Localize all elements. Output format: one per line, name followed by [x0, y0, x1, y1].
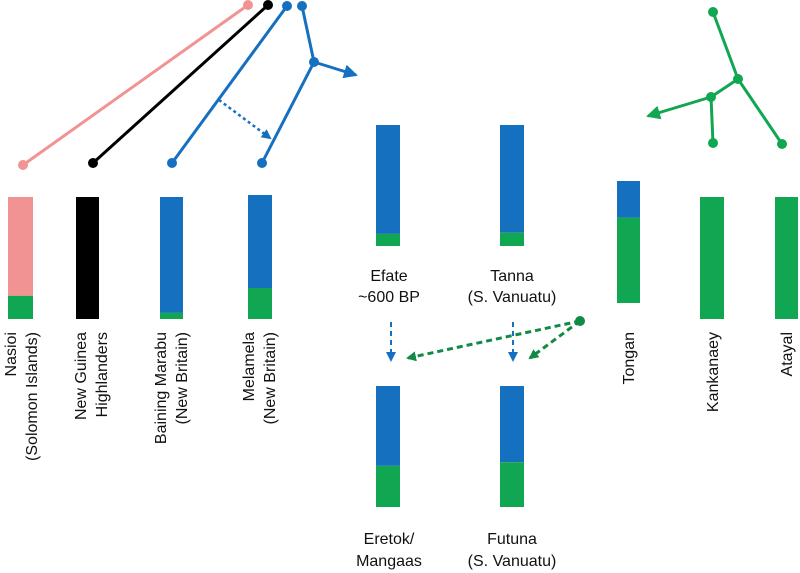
efate-bar-blue-segment [376, 125, 400, 234]
efate-label-line1: Efate [370, 268, 407, 285]
green-branch-top [711, 11, 740, 80]
futuna-label-line2: (S. Vanuatu) [468, 553, 557, 570]
polynesian-source-node [575, 316, 585, 326]
ng-highlanders-branch-line [91, 3, 270, 165]
green-mid-node [706, 92, 716, 102]
blue-admixture-dotted-arrow [218, 98, 272, 140]
rotated-labels: Nasioi (Solomon Islands) New Guinea High… [3, 332, 796, 461]
admixture-flows [386, 316, 585, 362]
melamela-bar-blue-segment [248, 195, 272, 288]
baining-label-line2: (New Britain) [174, 332, 191, 424]
green-branch-down [709, 96, 715, 144]
kankanaey-bar-green-segment [700, 197, 724, 319]
nasioi-branch-node [18, 160, 28, 170]
nasioi-bar-green-segment [8, 295, 33, 319]
melamela-label-line2: (New Britain) [262, 332, 279, 424]
green-branch-mid [710, 77, 739, 99]
ancestry-bars [8, 125, 798, 507]
tongan-label: Tongan [621, 332, 638, 385]
green-left-end-node [708, 138, 718, 148]
ng-highlanders-branch-node [88, 158, 98, 168]
baining-bar-green-segment [160, 312, 183, 319]
atayal-bar-green-segment [775, 197, 798, 319]
baining-branch-line [170, 5, 289, 164]
eretok-label-line1: Eretok/ [364, 531, 415, 548]
tongan-bar-green-segment [617, 217, 640, 303]
green-right-end-node [777, 139, 787, 149]
baining-bar-blue-segment [160, 197, 183, 313]
baining-label-line1: Baining Marabu [153, 332, 170, 444]
melamela-bar-green-segment [248, 288, 272, 319]
polynesian-to-futuna-arrow [528, 319, 581, 360]
futuna-bar-blue-segment [500, 386, 524, 463]
baining-branch-node [167, 158, 177, 168]
melamela-branch-node [257, 158, 267, 168]
nasioi-branch-line [22, 3, 249, 167]
tanna-label-line1: Tanna [490, 268, 534, 285]
tanna-bar-blue-segment [500, 125, 524, 233]
eretok-label-line2: Mangaas [356, 553, 422, 570]
tongan-bar-blue-segment [617, 181, 640, 218]
green-branch-right [736, 78, 784, 145]
ng-highlanders-label-line2: Highlanders [94, 332, 111, 417]
ng-highlanders-bar-black-segment [76, 197, 99, 319]
melamela-label-line1: Melamela [241, 332, 258, 401]
efate-label-line2: ~600 BP [358, 289, 420, 306]
futuna-label-line1: Futuna [487, 531, 537, 548]
ng-highlanders-label-line1: New Guinea [73, 332, 90, 420]
atayal-label: Atayal [779, 332, 796, 376]
eretok-bar-blue-segment [376, 386, 400, 466]
horizontal-labels: Efate ~600 BP Tanna (S. Vanuatu) Eretok/… [356, 268, 556, 570]
nasioi-label-line2: (Solomon Islands) [24, 332, 41, 461]
nasioi-bar-pink-segment [8, 197, 33, 296]
blue-migration-arrow [313, 60, 358, 79]
tree-lines [18, 0, 787, 170]
ng-highlanders-branch-top-node [263, 0, 273, 10]
eretok-bar-green-segment [376, 465, 400, 507]
tanna-bar-green-segment [500, 232, 524, 246]
green-top-node [708, 7, 718, 17]
tanna-label-line2: (S. Vanuatu) [468, 289, 557, 306]
efate-bar-green-segment [376, 233, 400, 246]
kankanaey-label: Kankanaey [705, 332, 722, 412]
green-migration-arrow [646, 95, 712, 120]
green-split-node [733, 74, 743, 84]
blue-main-top-node [297, 1, 307, 11]
nasioi-branch-top-node [243, 0, 253, 10]
nasioi-label-line1: Nasioi [3, 332, 20, 376]
futuna-bar-green-segment [500, 462, 524, 507]
baining-branch-top-node [282, 1, 292, 11]
